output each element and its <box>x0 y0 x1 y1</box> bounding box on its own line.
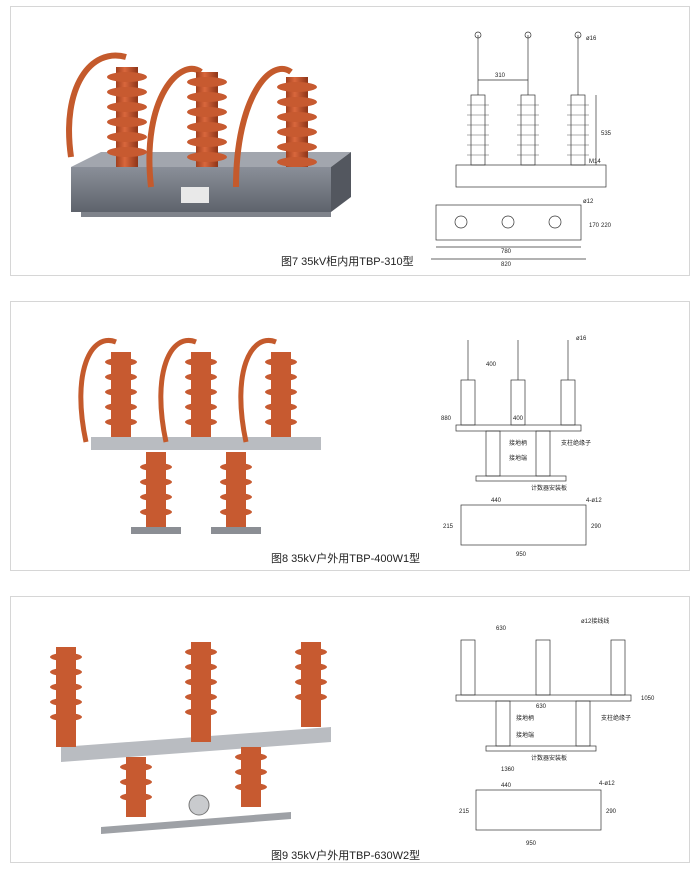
dim-base-w1: 440 <box>491 498 502 504</box>
dim-spacing-top: 630 <box>496 626 507 632</box>
figure-panel-8: 400 400 880 ø16 支柱绝缘子 接地柄 接地端 计数器安装板 440… <box>10 301 690 571</box>
dim-base-d1: 215 <box>459 809 470 815</box>
dim-hole: ø12 <box>583 199 594 205</box>
figure-panel-9: 630 630 1050 ø12接线线 支柱绝缘子 接地柄 接地端 计数器安装板… <box>10 596 690 863</box>
dim-base-d2: 290 <box>606 809 617 815</box>
arrester-photo-tbp310 <box>66 52 351 217</box>
drawing-tbp400w1: 400 400 880 ø16 支柱绝缘子 接地柄 接地端 计数器安装板 440… <box>441 336 602 558</box>
dim-w-outer: 820 <box>501 262 512 268</box>
figure-caption-9: 图9 35kV户外用TBP-630W2型 <box>271 850 421 862</box>
dim-spacing: 310 <box>495 73 506 79</box>
drawing-tbp310: 310 535 ø16 M14 ø12 170 220 780 820 <box>431 31 612 268</box>
figure-caption-8: 图8 35kV户外用TBP-400W1型 <box>271 553 421 565</box>
dim-base-w2: 950 <box>516 552 527 558</box>
dim-d-inner: 170 <box>589 223 600 229</box>
dim-d-outer: 220 <box>601 223 612 229</box>
label-ground-top: 接地柄 <box>509 439 527 447</box>
dim-overall: 1360 <box>501 767 515 773</box>
dim-base-w2: 950 <box>526 841 537 847</box>
arrester-photo-tbp630w2 <box>50 642 331 834</box>
dim-spacing-mid: 630 <box>536 704 547 710</box>
dim-spacing-top: 400 <box>486 362 497 368</box>
dim-holes: 4-ø12 <box>599 781 615 787</box>
drawing-tbp630w2: 630 630 1050 ø12接线线 支柱绝缘子 接地柄 接地端 计数器安装板… <box>455 617 655 847</box>
label-support: 支柱绝缘子 <box>601 714 631 722</box>
label-ground-bottom: 接地端 <box>509 454 527 462</box>
label-counter: 计数器安装板 <box>531 484 567 492</box>
dim-height: 880 <box>441 416 452 422</box>
dim-terminal: ø12接线线 <box>581 617 609 625</box>
dim-w-inner: 780 <box>501 249 512 255</box>
dim-holes: 4-ø12 <box>586 498 602 504</box>
dim-base-d2: 290 <box>591 524 602 530</box>
dim-height: 1050 <box>641 696 655 702</box>
figure-panel-7: 310 535 ø16 M14 ø12 170 220 780 820 图7 3… <box>10 6 690 276</box>
label-support: 支柱绝缘子 <box>561 439 591 447</box>
dim-base-d1: 215 <box>443 524 454 530</box>
dim-height: 535 <box>601 131 612 137</box>
figure-caption-7: 图7 35kV柜内用TBP-310型 <box>281 256 414 268</box>
label-ground-bottom: 接地端 <box>516 731 534 739</box>
dim-base-w1: 440 <box>501 783 512 789</box>
label-ground-top: 接地柄 <box>516 714 534 722</box>
label-counter: 计数器安装板 <box>531 754 567 762</box>
dim-bolt: M14 <box>589 159 601 165</box>
arrester-photo-tbp400w1 <box>78 338 321 534</box>
dim-spacing-mid: 400 <box>513 416 524 422</box>
dim-terminal: ø16 <box>576 336 587 342</box>
dim-terminal: ø16 <box>586 36 597 42</box>
